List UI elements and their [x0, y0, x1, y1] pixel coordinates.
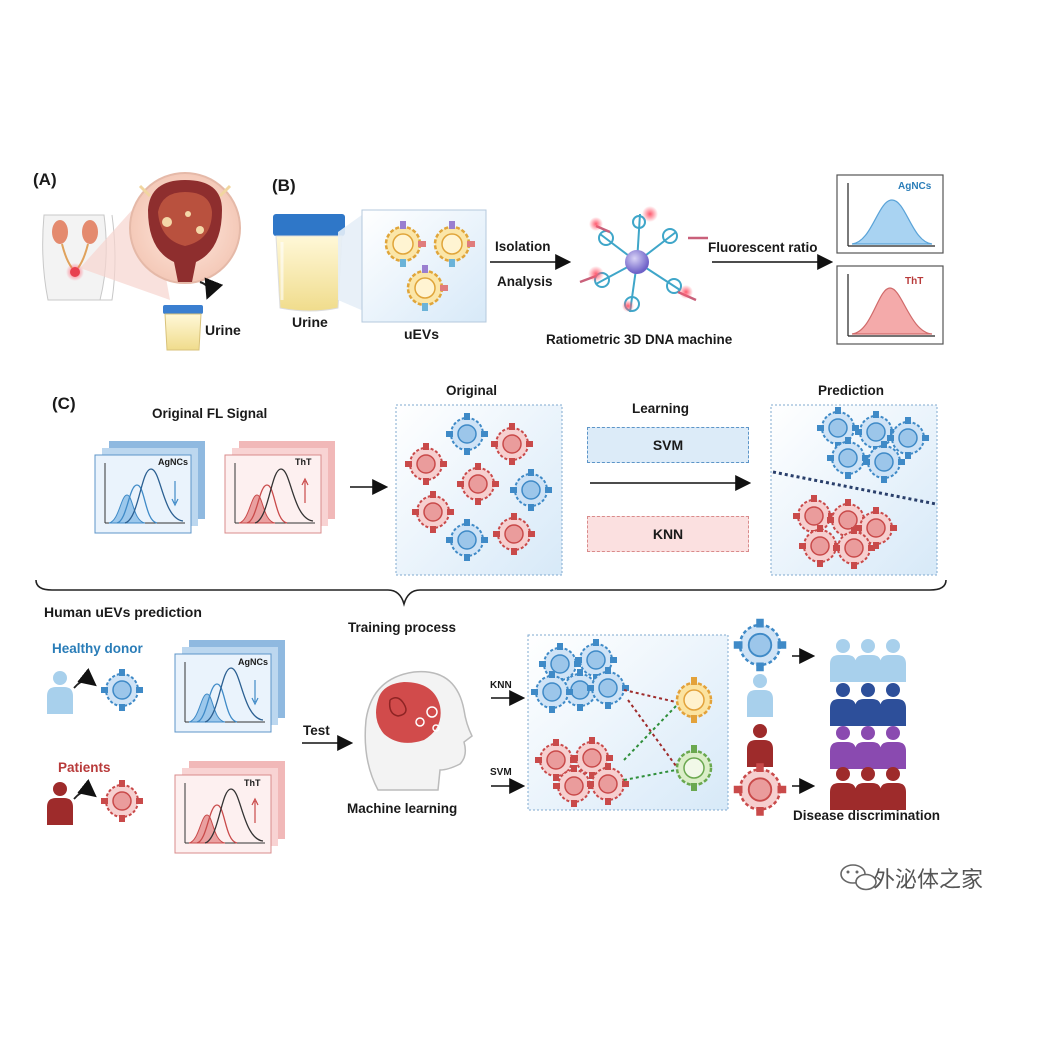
spectrum-stack-patient: [174, 760, 286, 854]
bottom-tht-label: ThT: [244, 778, 261, 788]
panel-a-urine-label: Urine: [205, 322, 241, 338]
spectrum-tht-icon: [836, 265, 944, 345]
knn-label: KNN: [490, 680, 512, 691]
healthy-donor-label: Healthy donor: [52, 641, 143, 656]
test-label: Test: [303, 723, 330, 738]
isolation-label: Isolation: [495, 239, 551, 254]
prediction-label: Prediction: [818, 383, 885, 398]
fluorescent-ratio-label: Fluorescent ratio: [708, 240, 818, 255]
distance-lines: [623, 689, 677, 781]
brace: [35, 579, 947, 607]
group-purple: [830, 726, 906, 769]
analysis-label: Analysis: [497, 274, 553, 289]
agncs-peak-label: AgNCs: [898, 181, 932, 192]
tht-peak-label: ThT: [905, 276, 924, 287]
healthy-person-icon: [47, 671, 73, 714]
patient-person-icon: [47, 782, 73, 825]
panel-b-urine-label: Urine: [292, 314, 328, 330]
patient-vesicle-icon: [100, 779, 144, 823]
human-uevs-prediction-label: Human uEVs prediction: [44, 604, 202, 620]
original-label: Original: [446, 383, 498, 398]
dna-machine-label: Ratiometric 3D DNA machine: [546, 332, 733, 347]
legend-icons: [732, 617, 788, 817]
spectrum-stack-blue: [94, 440, 206, 534]
learning-label: Learning: [632, 401, 690, 416]
watermark-text: 外泌体之家: [873, 868, 984, 893]
urine-cup-icon: [163, 305, 203, 351]
uevs-label: uEVs: [404, 326, 440, 342]
urine-jar-icon: [273, 214, 345, 312]
knn-method-box: KNN: [587, 516, 749, 552]
group-healthy-light: [830, 639, 906, 682]
spectrum-stack-healthy: [174, 639, 286, 733]
machine-learning-label: Machine learning: [347, 801, 458, 816]
panel-c-letter: (C): [52, 394, 76, 413]
panel-a-letter: (A): [33, 170, 57, 189]
patients-label: Patients: [58, 760, 111, 775]
group-healthy-dark: [830, 683, 906, 726]
training-process-label: Training process: [348, 620, 457, 635]
spectrum-agncs-icon: [836, 174, 944, 254]
c-tht-label: ThT: [295, 457, 312, 467]
decision-boundary: [772, 470, 937, 506]
group-patients: [830, 767, 906, 810]
dna-machine-icon: [579, 206, 708, 313]
svm-method-box: SVM: [587, 427, 749, 463]
wechat-icon: [840, 864, 877, 891]
bladder-icon: [129, 172, 241, 300]
panel-b-letter: (B): [272, 176, 296, 195]
bottom-agncs-label: AgNCs: [238, 657, 269, 667]
brain-head-icon: [364, 670, 473, 791]
disease-discrimination-label: Disease discrimination: [793, 808, 941, 823]
svm-label: SVM: [490, 767, 512, 778]
c-agncs-label: AgNCs: [158, 457, 189, 467]
original-fl-signal-label: Original FL Signal: [152, 406, 268, 421]
spectrum-stack-red: [224, 440, 336, 534]
healthy-vesicle-icon: [100, 668, 144, 712]
